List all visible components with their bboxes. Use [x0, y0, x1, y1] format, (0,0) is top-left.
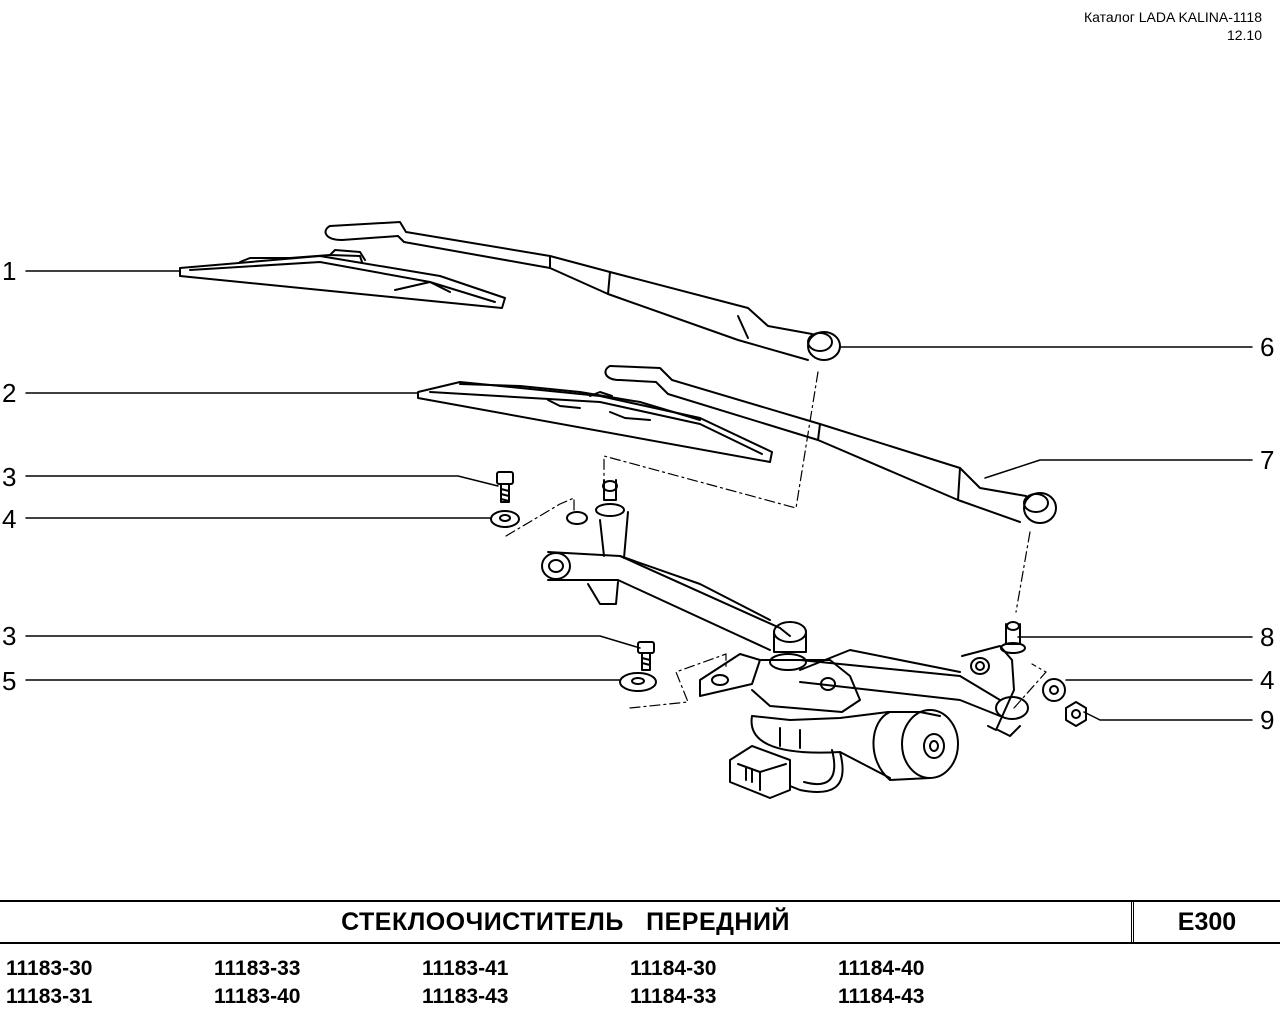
model-code: 11183-30: [6, 957, 93, 980]
alignment-lines: [505, 371, 1047, 709]
bolt-upper: [496, 471, 514, 503]
callout-3-upper: 3: [2, 462, 16, 492]
callout-9: 9: [1260, 705, 1274, 735]
model-code: 11183-41: [422, 957, 509, 980]
model-code: 11184-43: [838, 985, 925, 1008]
model-code: 11184-33: [630, 985, 717, 1008]
wiper-arm-upper: [324, 221, 841, 361]
callout-numbers: 1 2 3 4 3 5 6 7 8 4 9: [2, 256, 1274, 735]
wiper-blade-upper: [179, 249, 506, 309]
wiper-linkage-frame: [541, 479, 1029, 737]
washer-right: [1042, 678, 1066, 702]
callout-4-right: 4: [1260, 665, 1274, 695]
callout-8: 8: [1260, 622, 1274, 652]
callout-1: 1: [2, 256, 16, 286]
wiper-motor: [750, 709, 959, 781]
section-code: E300: [1177, 907, 1237, 936]
model-code: 11183-31: [6, 985, 93, 1008]
callout-3-lower: 3: [2, 621, 16, 651]
wiper-arm-lower: [604, 365, 1057, 524]
callout-4-left: 4: [2, 504, 16, 534]
title-bar: СТЕКЛООЧИСТИТЕЛЬ ПЕРЕДНИЙ E300: [0, 900, 1280, 944]
catalog-header: Каталог LADA KALINA-1118 12.10: [1084, 8, 1262, 44]
catalog-date: 12.10: [1226, 27, 1262, 43]
section-title: СТЕКЛООЧИСТИТЕЛЬ ПЕРЕДНИЙ: [0, 902, 1134, 942]
nut: [1065, 701, 1087, 727]
washer-lower: [619, 672, 657, 692]
callout-7: 7: [1260, 445, 1274, 475]
wiper-assembly-diagram: 1 2 3 4 3 5 6 7 8 4 9: [2, 221, 1274, 799]
model-code: 11184-40: [838, 957, 925, 980]
model-code: 11183-40: [214, 985, 301, 1008]
motor-connector: [729, 745, 844, 799]
bolt-lower: [637, 641, 655, 671]
wiper-blade-lower: [417, 381, 773, 463]
leader-lines: [25, 270, 1253, 721]
washer-left: [490, 510, 520, 528]
model-code: 11184-30: [630, 957, 717, 980]
model-code: 11183-43: [422, 985, 509, 1008]
catalog-title: Каталог LADA KALINA-1118: [1083, 9, 1262, 25]
callout-6: 6: [1260, 332, 1274, 362]
callout-2: 2: [2, 378, 16, 408]
callout-5: 5: [2, 666, 16, 696]
model-code: 11183-33: [214, 957, 301, 980]
